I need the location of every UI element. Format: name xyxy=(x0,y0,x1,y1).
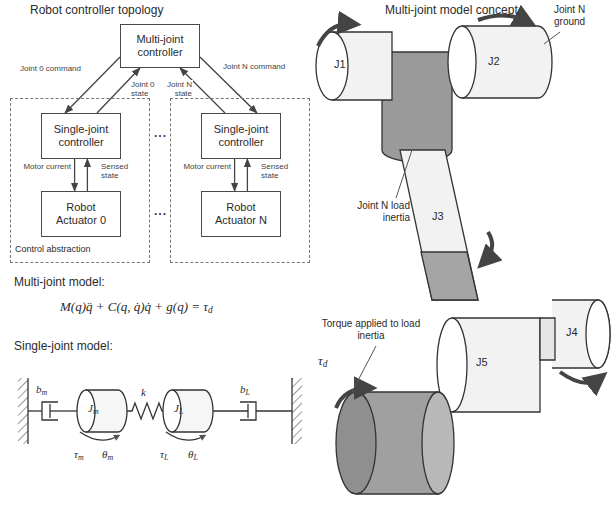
joint-label: J2 xyxy=(488,55,510,68)
symbol: Jm xyxy=(88,402,112,415)
edge-label: Motor current xyxy=(22,162,72,171)
edge-label: Joint 0 state xyxy=(130,80,162,98)
actuator-box: Robot Actuator 0 xyxy=(41,191,121,237)
symbol: θm xyxy=(102,448,126,461)
equation: M(q)q̈ + C(q, q̇)q̇ + g(q) = τd xyxy=(60,300,300,315)
callout-label: Joint N ground xyxy=(554,4,612,27)
box-label: Single-joint controller xyxy=(45,123,117,149)
box-label: Robot Actuator 0 xyxy=(45,201,117,227)
joint-label: J4 xyxy=(566,326,588,339)
joint-label: J3 xyxy=(432,210,454,223)
box-label: Multi-joint controller xyxy=(124,33,196,59)
box-label: Robot Actuator N xyxy=(205,201,277,227)
signal-arrow xyxy=(234,159,235,191)
joint-label: J1 xyxy=(334,58,356,71)
panel-title: Multi-joint model concept xyxy=(385,4,550,18)
callout-label: Joint N load inertia xyxy=(328,200,410,223)
symbol: bL xyxy=(240,383,264,396)
robot-arm-illustration xyxy=(316,15,610,494)
box-label: Single-joint controller xyxy=(205,123,277,149)
actuator-box: Robot Actuator N xyxy=(201,191,281,237)
signal-arrow xyxy=(74,159,75,191)
edge-label: Joint 0 command xyxy=(6,64,82,73)
abstraction-group: Single-joint controllerRobot Actuator N xyxy=(170,98,310,263)
symbol: JL xyxy=(174,402,198,415)
ellipsis: • • • xyxy=(151,210,169,218)
single-joint-model xyxy=(18,378,302,444)
symbol: θL xyxy=(188,448,212,461)
edge-label: Motor current xyxy=(182,162,232,171)
ellipsis: • • • xyxy=(151,132,169,140)
signal-arrow xyxy=(247,159,248,191)
symbol: τm xyxy=(74,448,98,461)
edge-label: Joint N command xyxy=(222,62,306,71)
section-heading: Multi-joint model: xyxy=(14,276,214,290)
panel-title: Robot controller topology xyxy=(30,4,230,18)
symbol: bm xyxy=(36,383,60,396)
controller-box: Single-joint controller xyxy=(201,113,281,159)
callout-label: Torque applied to load inertia xyxy=(312,318,430,341)
symbol: τd xyxy=(318,354,346,369)
edge-label: Sensed state xyxy=(260,162,308,180)
controller-box: Multi-joint controller xyxy=(120,24,200,68)
section-heading: Single-joint model: xyxy=(14,340,214,354)
group-label: Control abstraction xyxy=(15,245,91,255)
joint-label: J5 xyxy=(476,356,498,369)
controller-box: Single-joint controller xyxy=(41,113,121,159)
symbol: k xyxy=(141,386,155,399)
edge-label: Joint N state xyxy=(161,80,193,98)
symbol: τL xyxy=(160,448,184,461)
signal-arrow xyxy=(87,159,88,191)
edge-label: Sensed state xyxy=(100,162,148,180)
abstraction-group: Control abstraction Single-joint controll… xyxy=(10,98,150,263)
